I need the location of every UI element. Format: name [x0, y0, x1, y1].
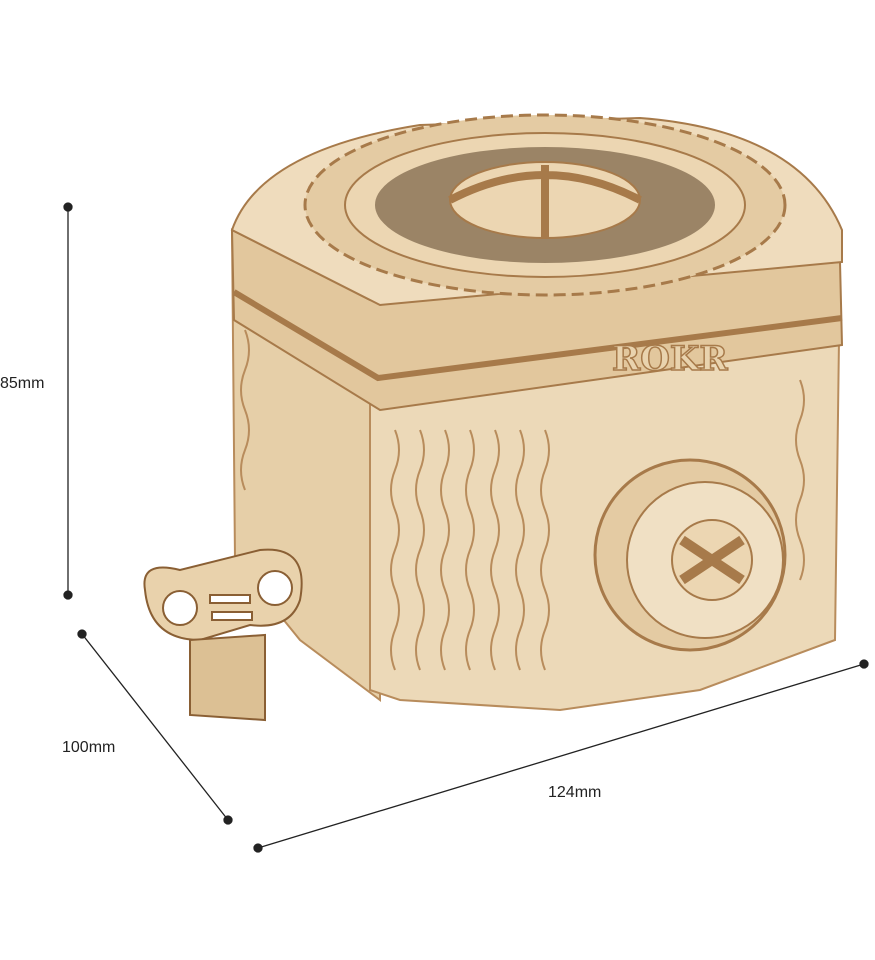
rokr-logo: ROKR	[612, 339, 728, 379]
wooden-treasure-box: ROKR	[230, 113, 844, 712]
depth-dimension-line	[77, 629, 233, 825]
width-dimension-line	[253, 659, 869, 853]
combination-dial	[593, 458, 787, 652]
height-dimension-line	[63, 202, 73, 600]
depth-label: 100mm	[62, 739, 116, 756]
width-label: 124mm	[548, 784, 602, 801]
height-label: 85mm	[0, 375, 45, 392]
wind-up-key	[143, 548, 303, 722]
